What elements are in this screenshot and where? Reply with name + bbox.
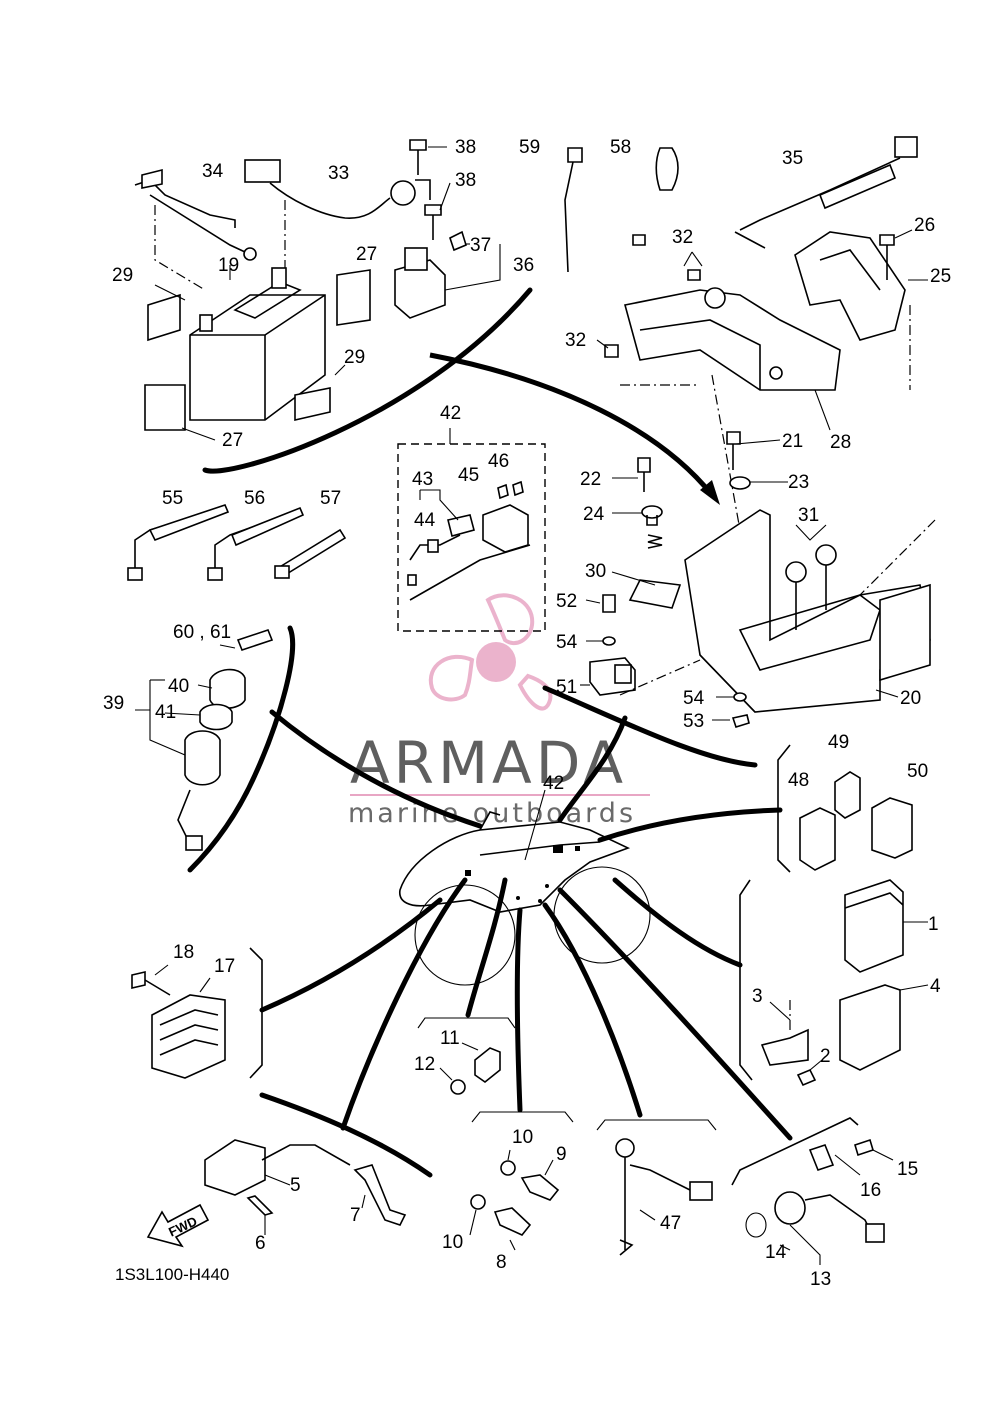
label-32a: 32 [672,227,693,248]
label-50: 50 [907,761,928,782]
cable-ties-group [127,504,347,581]
label-10b: 10 [442,1232,463,1253]
label-47: 47 [660,1213,681,1234]
label-7: 7 [350,1205,361,1226]
label-29a: 29 [112,265,133,286]
label-38a: 38 [455,137,476,158]
label-25: 25 [930,266,951,287]
label-39: 39 [103,693,124,714]
label-4: 4 [930,976,941,997]
label-27a: 27 [356,244,377,265]
label-43: 43 [412,469,433,490]
label-57: 57 [320,488,341,509]
motorcycle-outline [399,811,651,986]
label-51: 51 [556,677,577,698]
label-49: 49 [828,732,849,753]
sensor-8-9-group [469,1111,574,1251]
sensor-47-group [596,1119,717,1256]
ecu-group [739,879,929,1087]
part-number-labels: 1 2 3 4 5 6 7 8 9 10 10 11 12 13 14 15 1… [103,137,951,1290]
label-1: 1 [928,914,939,935]
label-3: 3 [752,986,763,1007]
label-40: 40 [168,676,189,697]
rectifier-group [131,947,263,1079]
label-42a: 42 [440,403,461,424]
watermark-brand: ARMADA [350,729,627,797]
label-15: 15 [897,1159,918,1180]
label-24: 24 [583,504,605,525]
watermark-subtitle: marine outboards [348,798,636,829]
label-17: 17 [214,956,235,977]
label-35: 35 [782,148,803,169]
label-55: 55 [162,488,183,509]
battery-group [134,139,533,474]
label-32b: 32 [565,330,586,351]
sensor-13-group [731,1117,894,1265]
connection-lines [259,709,793,1141]
label-41: 41 [155,702,176,723]
label-23: 23 [788,472,809,493]
label-20: 20 [900,688,921,709]
label-10a: 10 [512,1127,533,1148]
label-8: 8 [496,1252,507,1273]
label-42b: 42 [543,773,564,794]
label-22: 22 [580,469,601,490]
label-34: 34 [202,161,224,182]
label-21: 21 [782,431,803,452]
label-28: 28 [830,432,851,453]
label-36: 36 [513,255,534,276]
label-27b: 27 [222,430,243,451]
diagram-code: 1S3L100-H440 [115,1265,229,1284]
label-26: 26 [914,215,935,236]
label-54b: 54 [683,688,705,709]
label-48: 48 [788,770,809,791]
label-5: 5 [290,1175,301,1196]
label-19: 19 [218,255,239,276]
ties-group [564,147,679,273]
label-14: 14 [765,1242,787,1263]
relay-group [777,744,913,873]
label-58: 58 [610,137,631,158]
label-9: 9 [556,1144,567,1165]
ignition-coil-group [204,1092,433,1235]
label-38b: 38 [455,170,476,191]
label-54a: 54 [556,632,578,653]
label-30: 30 [585,561,606,582]
label-56: 56 [244,488,265,509]
label-13: 13 [810,1269,831,1290]
toolbox-group [580,431,936,728]
label-31: 31 [798,505,819,526]
label-59: 59 [519,137,540,158]
label-45: 45 [458,465,479,486]
label-11: 11 [440,1028,460,1049]
label-53: 53 [683,711,704,732]
label-52: 52 [556,591,577,612]
label-33: 33 [328,163,349,184]
sensor-11-group [417,1017,516,1095]
main-switch-group [135,625,296,873]
watermark-logo [428,593,553,711]
label-29b: 29 [344,347,365,368]
label-12: 12 [414,1054,435,1075]
fwd-label: FWD [166,1213,199,1239]
label-18: 18 [173,942,194,963]
label-46: 46 [488,451,509,472]
label-37: 37 [470,235,491,256]
label-60-61: 60 , 61 [173,622,231,643]
fuse-box-group [397,428,546,632]
bracket-group [596,136,928,531]
label-6: 6 [255,1233,266,1254]
label-44: 44 [414,510,436,531]
label-16: 16 [860,1180,881,1201]
label-2: 2 [820,1046,831,1067]
fwd-arrow: FWD [146,1203,210,1248]
